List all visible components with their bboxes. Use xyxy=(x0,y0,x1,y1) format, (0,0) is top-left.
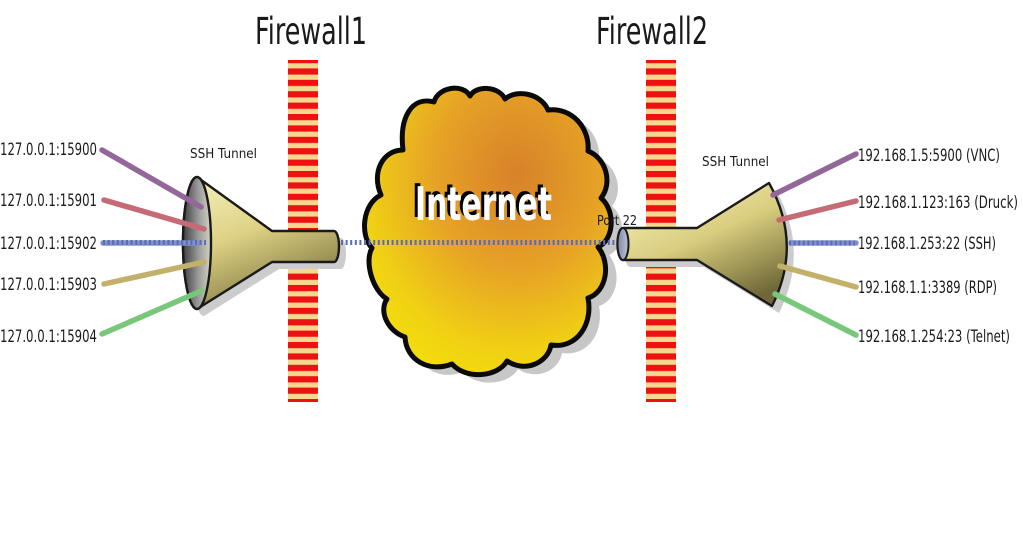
left-endpoint-labels: 127.0.0.1:15900 127.0.0.1:15901 127.0.0.… xyxy=(0,140,97,346)
right-connection-lines xyxy=(770,151,859,338)
internet-cloud-body xyxy=(362,85,614,378)
internet-label: Internet xyxy=(415,177,552,231)
right-endpoint-label-ssh: 192.168.1.253:22 (SSH) xyxy=(858,234,996,253)
left-line-15904 xyxy=(99,288,204,337)
internet-cloud: Internet Internet xyxy=(362,85,623,383)
port22-label: Port 22 xyxy=(597,213,637,229)
left-line-15901 xyxy=(101,197,207,232)
right-endpoint-label-druck: 192.168.1.123:163 (Druck) xyxy=(858,193,1018,212)
ssh-dashed-line xyxy=(103,240,855,246)
ssh-tunnel-right-funnel xyxy=(616,181,794,313)
ssh-tunnel-left-label: SSH Tunnel xyxy=(190,146,257,162)
right-endpoint-label-vnc: 192.168.1.5:5900 (VNC) xyxy=(858,146,1000,165)
right-funnel-cone xyxy=(616,181,788,308)
right-endpoint-label-telnet: 192.168.1.254:23 (Telnet) xyxy=(858,327,1010,346)
left-endpoint-label-15902: 127.0.0.1:15902 xyxy=(0,234,97,253)
firewall2-title: Firewall2 xyxy=(596,10,708,53)
left-endpoint-label-15901: 127.0.0.1:15901 xyxy=(0,191,97,210)
ssh-tunnel-right-label: SSH Tunnel xyxy=(702,154,769,170)
right-line-druck xyxy=(776,198,859,223)
right-line-telnet xyxy=(772,291,859,338)
ssh-tunnel-left-funnel xyxy=(181,175,346,316)
internet-label-shadow: Internet xyxy=(412,174,549,228)
left-endpoint-label-15903: 127.0.0.1:15903 xyxy=(0,275,97,294)
left-line-15903 xyxy=(101,259,207,287)
left-endpoint-label-15904: 127.0.0.1:15904 xyxy=(0,327,97,346)
right-funnel-cap xyxy=(616,227,630,261)
right-line-vnc xyxy=(770,151,859,198)
left-line-15900 xyxy=(99,147,204,210)
right-line-rdp xyxy=(777,263,859,290)
right-endpoint-labels: 192.168.1.5:5900 (VNC) 192.168.1.123:163… xyxy=(858,146,1018,346)
firewall1-title: Firewall1 xyxy=(255,10,367,53)
left-endpoint-label-15900: 127.0.0.1:15900 xyxy=(0,140,97,159)
right-endpoint-label-rdp: 192.168.1.1:3389 (RDP) xyxy=(858,278,997,297)
